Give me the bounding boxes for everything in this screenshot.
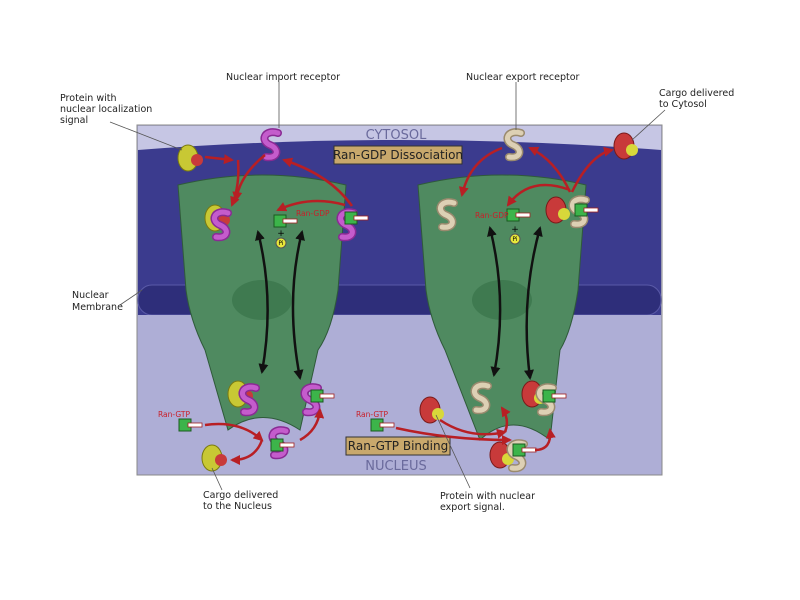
- ran-gdp-label: Ran-GDP: [475, 211, 509, 220]
- export-receptor-icon: [507, 132, 521, 157]
- import-receptor-icon: [242, 387, 256, 412]
- transport-arrows: [204, 146, 614, 465]
- phosphate-label: Pi: [512, 236, 517, 243]
- import-receptor-icon: [214, 212, 228, 237]
- ran-gtp-binding-label: Ran-GTP Binding: [348, 439, 448, 453]
- phosphate-label: Pi: [278, 240, 283, 247]
- nls-protein-callout: Protein with nuclear localization signal: [60, 93, 155, 126]
- nes-protein-callout: Protein with nuclear export signal.: [440, 491, 538, 513]
- ran-gdp-dissociation-box: [333, 145, 463, 165]
- phosphate-icon: [275, 237, 287, 249]
- plus-sign: +: [277, 229, 285, 239]
- ran-gdp-label: Ran-GDP: [296, 209, 330, 218]
- phosphate-icon: [509, 233, 521, 245]
- cytosol-label: CYTOSOL: [366, 128, 427, 143]
- cargo-nucleus-callout: Cargo delivered to the Nucleus: [203, 490, 281, 512]
- ran-gdp-dissociation-label: Ran-GDP Dissociation: [333, 148, 463, 162]
- nucleus-label: NUCLEUS: [365, 459, 427, 474]
- cargo-cytosol-callout: Cargo delivered to Cytosol: [659, 88, 737, 110]
- export-receptor-icon: [440, 202, 454, 227]
- export-receptor-icon: [474, 385, 488, 410]
- leader-lines: [109, 82, 666, 491]
- ran-gtp-label: Ran-GTP: [158, 410, 191, 419]
- plus-sign: +: [511, 225, 519, 235]
- import-receptor-icon: [264, 132, 278, 157]
- pore-passage-arrows: [255, 226, 543, 380]
- membrane-callout: Nuclear Membrane: [72, 290, 123, 313]
- export-receptor-callout: Nuclear export receptor: [466, 72, 580, 83]
- import-receptor-callout: Nuclear import receptor: [226, 72, 340, 83]
- ran-gtp-label: Ran-GTP: [356, 410, 389, 419]
- nuclear-pore-right: [417, 174, 587, 441]
